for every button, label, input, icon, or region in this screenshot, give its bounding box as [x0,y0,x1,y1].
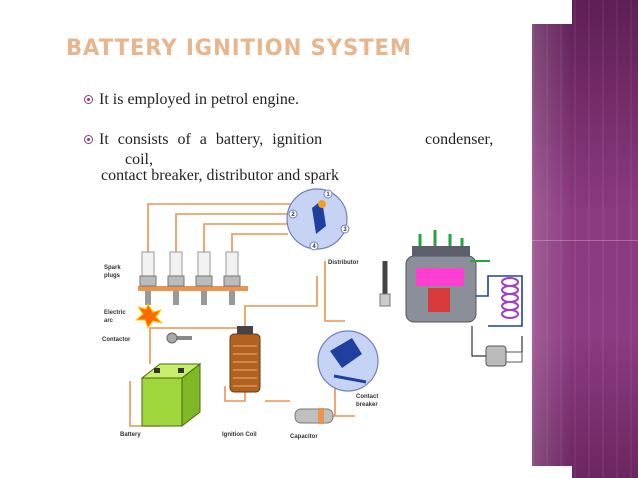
wire-distributor-breaker [324,261,345,322]
bullet-2-word: consists [117,131,169,148]
cutaway-rotor [416,268,464,286]
plug-rail [138,286,248,291]
wire-plug-2 [175,213,288,258]
decorative-band-highlight [532,24,572,466]
wire-coil-battery [224,386,246,402]
terminal-label: 2 [291,212,295,218]
wire-plug-4 [231,233,288,258]
battery-front [141,377,183,427]
bullet-1: It is employed in petrol engine. [84,91,299,109]
bullet-2-word: ignition [272,131,323,148]
cutaway-wire-loop [476,275,523,327]
wires [129,203,355,427]
label-electric-arc: Electric [104,310,126,316]
label-capacitor: Capacitor [290,434,318,440]
wire-battery-coil [149,327,245,364]
terminal-icon [309,241,319,251]
capacitor-band [318,408,324,424]
terminal-icon [340,224,350,234]
cutaway-condenser [485,345,507,367]
bullet-2-wrapped-word: coil, [125,151,153,168]
ignition-system-diagram: 1 2 3 4 Distributor [102,188,523,440]
spark-plug-3 [195,251,213,305]
distributor: 1 2 3 4 [286,188,350,251]
label-spark-plugs: Spark [104,265,121,271]
cutaway-coil [501,277,519,319]
coil-windings [233,345,257,387]
slide-title: BATTERY IGNITION SYSTEM [66,36,412,61]
ignition-coil [229,326,261,393]
contactor-rod [170,336,192,340]
contactor-knob-icon [166,332,178,344]
terminal-label: 4 [312,244,316,250]
contact-breaker [317,330,379,392]
bullet-icon [84,95,93,104]
coil-cap [237,326,253,334]
battery-terminal-icon [154,368,160,373]
capacitor [294,408,334,424]
bullet-2-word: It [99,131,109,148]
battery-terminal-icon [178,368,184,373]
label-distributor: Distributor [328,260,359,266]
cutaway-leads [418,230,464,246]
bullet-2-word: of [177,131,191,148]
distributor-rotor [312,200,326,234]
label-contact-breaker: breaker [356,402,378,408]
label-electric-arc: arc [104,318,114,324]
terminal-icon [323,189,333,199]
capacitor-body [294,408,334,424]
decorative-band-rule [532,240,638,241]
decorative-band-notch-bottom [532,466,572,478]
label-contactor: Contactor [102,337,131,343]
battery-side [181,362,201,428]
label-spark-plugs: plugs [104,273,121,279]
terminal-label: 3 [343,227,347,233]
label-battery: Battery [120,432,141,438]
spark-plug-4 [223,251,241,305]
cutaway-wires [471,326,523,357]
breaker-cam [330,338,362,368]
coil-body [229,333,261,393]
wire-plug-1 [147,203,298,258]
distributor-cutaway [379,230,523,367]
cutaway-switch [505,351,523,363]
wire-distributor-coil [244,276,318,334]
battery [140,362,202,428]
cutaway-plug-tip [379,293,391,307]
terminal-icon [288,209,298,219]
contactor [166,332,192,344]
terminal-label: 1 [326,192,330,198]
cutaway-cap [412,246,470,256]
wire-plug-3 [203,223,288,258]
spark-plug-1 [139,251,157,305]
bullet-2-word: battery, [215,131,264,148]
breaker-arm [333,374,367,384]
spark-plug-2 [167,251,185,305]
bullet-2-trailing-word: condenser, [425,131,494,148]
decorative-band [532,0,638,478]
cutaway-cam [428,288,450,312]
decorative-band-notch-top [532,0,572,24]
bullet-2-continuation: contact breaker, distributor and spark [101,167,341,185]
label-ignition-coil: Ignition Coil [222,432,257,438]
bullet-icon [84,135,93,144]
bullet-2-word: a [199,131,207,148]
rotor-tip-icon [318,200,326,208]
spark-plugs [134,251,248,330]
bullet-1-text: It is employed in petrol engine. [99,91,299,108]
electric-arc-icon [134,302,164,330]
label-contact-breaker: Contact [356,394,378,400]
